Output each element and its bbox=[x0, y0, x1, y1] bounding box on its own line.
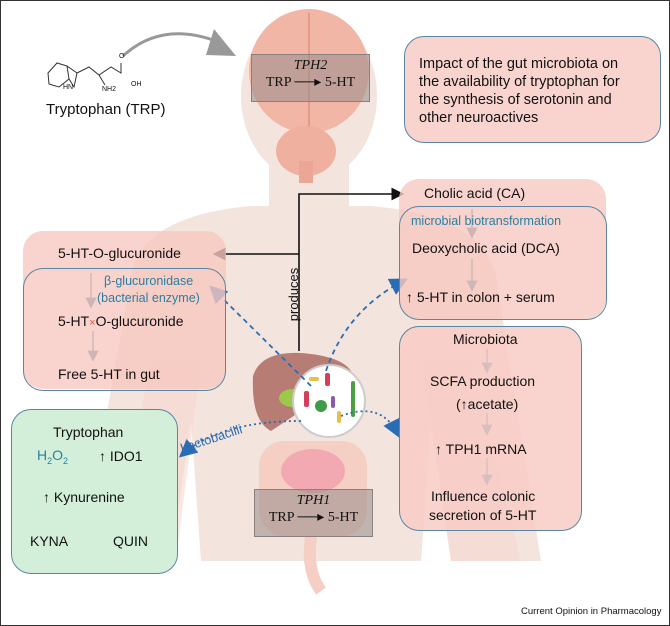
tph1-box: TPH1 TRP ──▸ 5-HT bbox=[254, 489, 373, 537]
serotonin-colon-label: ↑ 5-HT in colon + serum bbox=[406, 289, 555, 305]
cholic-acid-label: Cholic acid (CA) bbox=[424, 185, 526, 201]
tryptophan-label: Tryptophan (TRP) bbox=[46, 101, 166, 118]
atom-label: O bbox=[119, 53, 125, 60]
biotransformation-label: microbial biotransformation bbox=[411, 214, 562, 228]
microbial-influence-arrows bbox=[178, 278, 408, 458]
atom-label: OH bbox=[131, 81, 142, 88]
glucuronide-panel bbox=[23, 231, 226, 389]
journal-caption: Current Opinion in Pharmacology bbox=[521, 606, 662, 617]
summary-line: the availability of tryptophan for bbox=[419, 74, 620, 90]
quin-label: QUIN bbox=[113, 533, 148, 549]
enzyme-note: (bacterial enzyme) bbox=[97, 291, 200, 305]
arrow-head-icon bbox=[206, 29, 236, 56]
microbiota-label: Microbiota bbox=[453, 331, 518, 347]
substrate: TRP bbox=[265, 75, 291, 90]
h2o2-label: H2O2 bbox=[37, 447, 68, 466]
produces-label: produces bbox=[286, 267, 302, 322]
kyna-label: KYNA bbox=[30, 533, 69, 549]
cleaved-glucuronide-label: 5-HT×O-glucuronide bbox=[58, 313, 184, 329]
product: 5-HT bbox=[324, 75, 356, 90]
substrate: TRP bbox=[268, 510, 294, 525]
colonic-secretion-line: Influence colonic bbox=[431, 488, 536, 504]
summary-line: other neuroactives bbox=[419, 110, 539, 126]
bile-acid-panel bbox=[399, 179, 606, 319]
cleaved-right: O-glucuronide bbox=[95, 313, 184, 329]
tph1-mrna-label: ↑ TPH1 mRNA bbox=[435, 441, 527, 457]
kynurenine-label: ↑ Kynurenine bbox=[43, 489, 125, 505]
cleaved-left: 5-HT bbox=[58, 313, 90, 329]
tryptophan-structure-icon bbox=[47, 62, 122, 89]
sub: 2 bbox=[47, 455, 53, 466]
atom-label: HN bbox=[63, 84, 74, 91]
scfa-box bbox=[399, 326, 582, 531]
acetate-label: (↑acetate) bbox=[456, 396, 519, 412]
colonic-secretion-line: secretion of 5-HT bbox=[429, 507, 537, 523]
tph2-label: TPH2 bbox=[293, 58, 328, 73]
ido1-label: ↑ IDO1 bbox=[99, 448, 143, 464]
summary-box: Impact of the gut microbiota on the avai… bbox=[404, 36, 661, 143]
glucuronide-inner-box bbox=[23, 268, 226, 391]
summary-line: the synthesis of serotonin and bbox=[419, 92, 612, 108]
tph2-reaction: TRP ──▸ 5-HT bbox=[265, 75, 356, 90]
free-5ht-label: Free 5-HT in gut bbox=[58, 366, 160, 382]
tph1-reaction: TRP ──▸ 5-HT bbox=[268, 510, 359, 525]
h: H bbox=[37, 447, 48, 463]
tph2-box: TPH2 TRP ──▸ 5-HT bbox=[251, 54, 370, 102]
cleavage-mark-icon: × bbox=[89, 317, 96, 329]
tph1-label: TPH1 bbox=[296, 493, 331, 508]
produces-arrows bbox=[212, 187, 405, 351]
tryptophan-label: Tryptophan bbox=[53, 424, 124, 440]
kynurenine-box bbox=[11, 409, 178, 574]
scfa-label: SCFA production bbox=[430, 373, 536, 389]
enzyme-label: β-glucuronidase bbox=[104, 274, 194, 288]
product: 5-HT bbox=[327, 510, 359, 525]
o: O bbox=[52, 447, 64, 463]
glucuronide-label: 5-HT-O-glucuronide bbox=[58, 245, 181, 261]
atom-label: NH2 bbox=[102, 86, 117, 93]
trp-to-brain-arrow bbox=[121, 32, 217, 58]
sub: 2 bbox=[63, 455, 69, 466]
bile-acid-inner-box bbox=[399, 206, 607, 320]
summary-line: Impact of the gut microbiota on bbox=[419, 56, 619, 72]
microbiota-bubble-icon bbox=[292, 364, 366, 438]
dca-label: Deoxycholic acid (DCA) bbox=[412, 240, 560, 256]
